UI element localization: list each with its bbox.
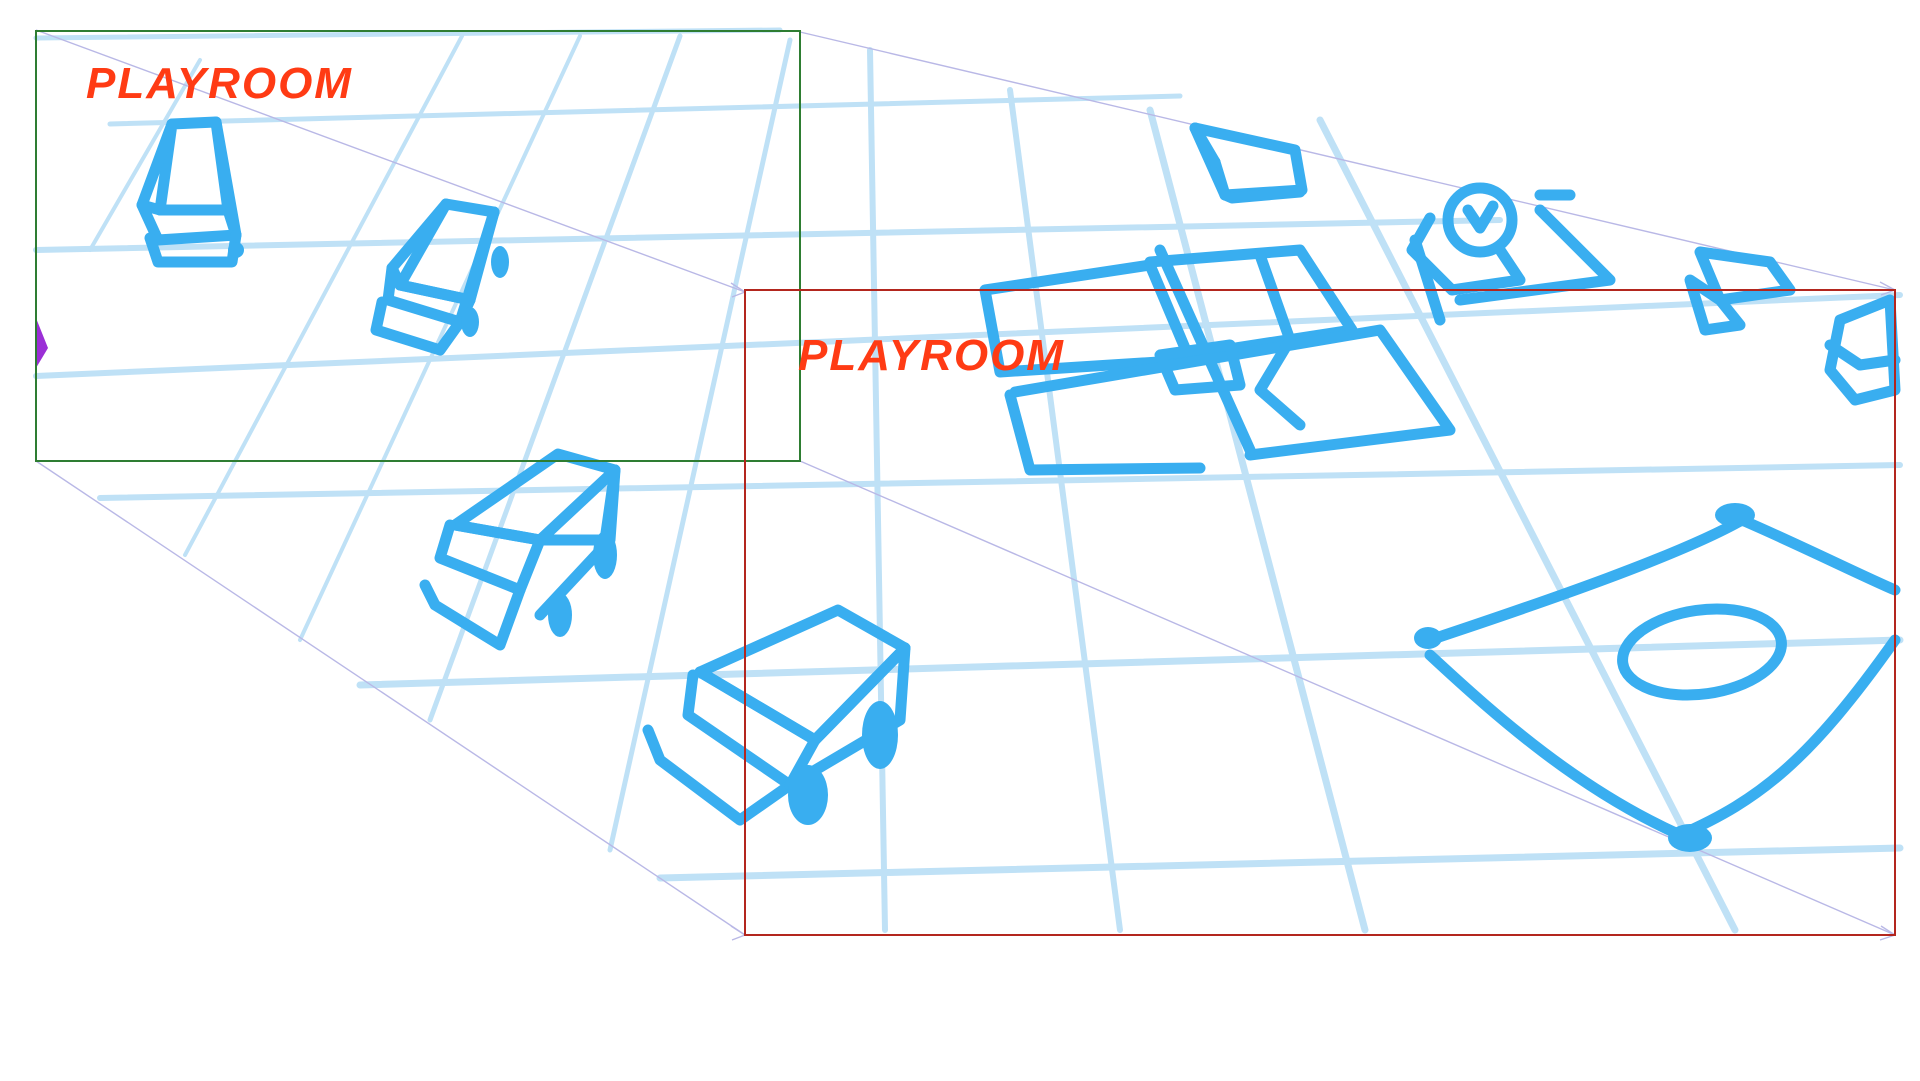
desk-lamp-sketch: [1406, 182, 1616, 326]
close-up-label: PLAYROOM: [798, 331, 1065, 380]
toy-car-foreground: [642, 604, 911, 826]
wide-shot-frame: [35, 30, 801, 462]
floor-grid: [33, 27, 1904, 934]
toy-car-back-left: [1189, 122, 1308, 204]
toy-car-center: [419, 448, 621, 651]
frame-projection-lines: [35, 29, 1896, 941]
wide-shot-label: PLAYROOM: [86, 59, 353, 108]
purple-marker-shape: [36, 318, 48, 368]
toy-car-mid-left: [370, 198, 509, 356]
close-up-frame: [744, 289, 1896, 936]
toy-car-back-right: [1684, 246, 1901, 406]
rug-sketch: [1414, 503, 1901, 852]
toy-car-far-left: [136, 116, 244, 268]
